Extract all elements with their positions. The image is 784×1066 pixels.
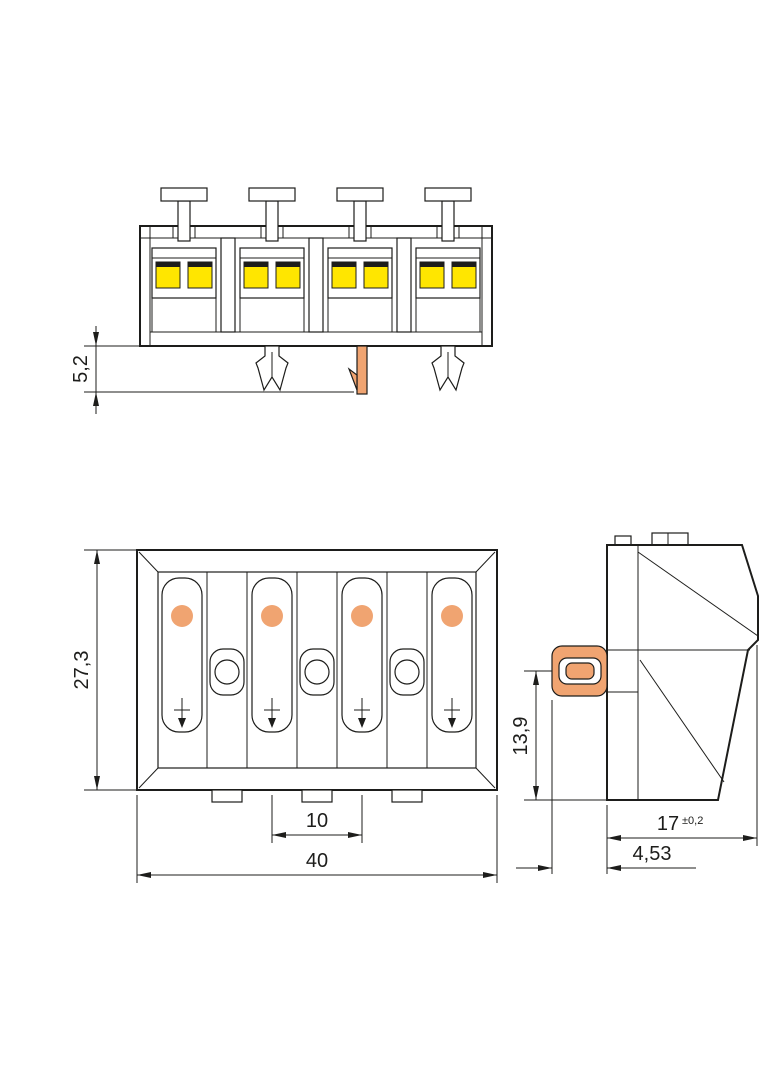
dim-foot-height: 5,2 (70, 326, 354, 414)
dim-label-27-3: 27,3 (71, 651, 93, 690)
clamp-units (151, 247, 481, 332)
side-view: 13,9 17 ±0,2 4,53 (510, 532, 759, 874)
push-button (441, 605, 463, 627)
fixing-clip (551, 645, 608, 697)
dim-pitch: 10 (271, 795, 363, 843)
slot-markers (174, 698, 460, 728)
actuators (160, 187, 472, 242)
dim-label-4-53: 4,53 (633, 843, 672, 865)
conductor-slots (161, 577, 473, 733)
push-button (351, 605, 373, 627)
bottom-tabs (211, 789, 423, 803)
dim-label-10: 10 (306, 810, 328, 832)
dim-label-17: 17 (657, 813, 679, 835)
push-button (261, 605, 283, 627)
side-top-tab (651, 532, 689, 546)
dim-clip-offset: 4,53 (516, 700, 696, 874)
dim-depth: 27,3 (71, 549, 137, 791)
actuator-cap (424, 187, 472, 202)
snap-feet (255, 345, 465, 392)
dim-label-40: 40 (306, 850, 328, 872)
front-band-ticks (172, 226, 460, 238)
dim-label-17-tolerance: ±0,2 (682, 815, 703, 827)
side-top-tab (614, 535, 632, 546)
actuator-stem (177, 200, 191, 242)
channel-walls (206, 572, 428, 768)
test-openings (209, 648, 425, 696)
dim-label-13-9: 13,9 (510, 717, 532, 756)
dim-clip-to-bottom: 13,9 (510, 670, 607, 801)
dim-width: 40 (136, 795, 498, 883)
side-housing (606, 544, 759, 801)
dim-height: 17 ±0,2 (606, 645, 758, 874)
actuator-stem (265, 200, 279, 242)
front-dividers (220, 237, 412, 333)
plan-view: 27,3 10 40 (71, 549, 498, 883)
actuator-stem (353, 200, 367, 242)
actuator-cap (160, 187, 208, 202)
actuator-stem (441, 200, 455, 242)
actuator-cap (248, 187, 296, 202)
front-view: 5,2 (70, 187, 493, 414)
dim-label-5-2: 5,2 (70, 355, 92, 383)
actuator-cap (336, 187, 384, 202)
push-button (171, 605, 193, 627)
locating-pin (347, 345, 368, 395)
